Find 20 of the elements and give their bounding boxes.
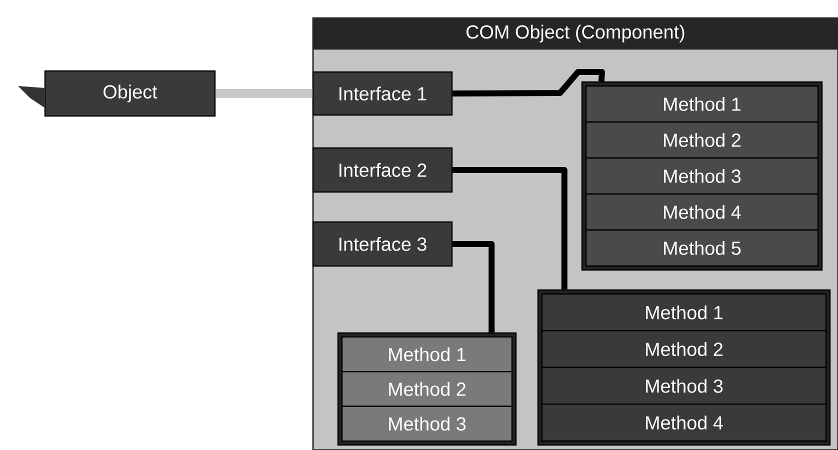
connector [216,89,312,98]
interface-box: Interface 3 [312,221,453,267]
method-row: Method 3 [541,366,827,405]
method-row: Method 1 [541,293,827,332]
connector [452,167,568,290]
object-box: Object [44,70,216,117]
interface-box: Interface 1 [312,71,453,116]
connector [452,69,605,96]
method-row: Method 4 [541,404,827,442]
method-row: Method 1 [585,85,819,123]
method-row: Method 3 [585,157,819,195]
method-row: Method 2 [585,121,819,159]
method-row: Method 5 [585,229,819,267]
connector [452,241,495,332]
interface-box: Interface 2 [312,147,453,193]
method-row: Method 2 [341,371,513,407]
method-row: Method 4 [585,193,819,231]
method-row: Method 1 [341,336,513,372]
method-row: Method 2 [541,330,827,368]
method-row: Method 3 [341,406,513,442]
